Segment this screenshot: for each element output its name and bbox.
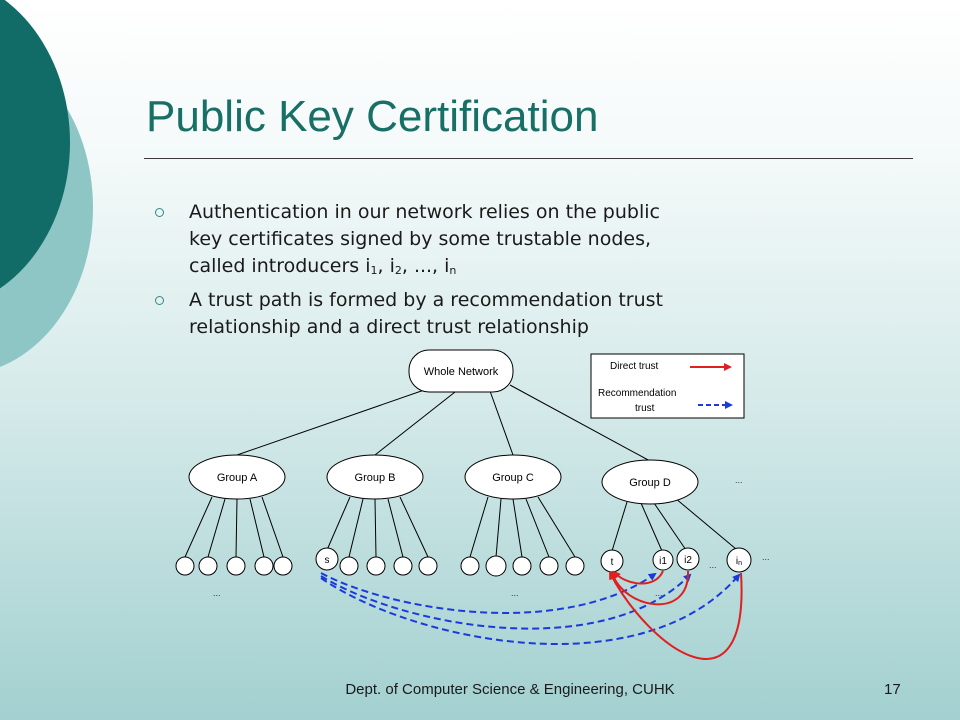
- footer-text: Dept. of Computer Science & Engineering,…: [345, 681, 675, 698]
- ellipsis: ...: [511, 588, 519, 598]
- leaf-node: [565, 556, 585, 576]
- leaf-node: [366, 556, 386, 576]
- bullet-line: A trust path is formed by a recommendati…: [189, 289, 663, 311]
- bullet-authentication: Authentication in our network relies on …: [155, 199, 795, 284]
- bullet-circle-icon: [155, 296, 164, 305]
- bullet-circle-icon: [155, 208, 164, 217]
- direct-edge-in-t: [609, 571, 743, 660]
- bullet-separator: , ..., i: [401, 255, 450, 277]
- node-label: i2: [684, 555, 692, 566]
- node-s: s: [315, 547, 339, 571]
- page-number: 17: [884, 681, 901, 698]
- leaf-node: [393, 556, 413, 576]
- group-b-edges: [326, 496, 429, 558]
- group-d-edges: [611, 497, 737, 552]
- leaf-node: [175, 556, 195, 576]
- node-label: i1: [659, 556, 667, 567]
- leaf-nodes: [175, 555, 585, 577]
- bullet-line: Authentication in our network relies on …: [189, 201, 660, 223]
- title-underline: [144, 158, 913, 159]
- bullet-line: called introducers i: [189, 255, 371, 277]
- leaf-node: [460, 556, 480, 576]
- group-c-edges: [469, 496, 576, 558]
- leaf-node: [418, 556, 438, 576]
- recommendation-trust-edges: [320, 572, 741, 646]
- node-group-d: Group D: [601, 459, 699, 505]
- recommendation-edge-s-i2: [320, 573, 692, 630]
- group-a-edges: [184, 496, 284, 558]
- group-label: Group B: [355, 472, 396, 484]
- node-i1: i1: [652, 549, 674, 571]
- leaf-node: [226, 556, 246, 576]
- legend-recommendation-label: trust: [635, 403, 655, 414]
- legend-direct-label: Direct trust: [610, 361, 659, 372]
- node-label: t: [611, 557, 614, 568]
- bullet-text: Authentication in our network relies on …: [189, 199, 795, 284]
- direct-edge-i1-t: [612, 570, 664, 585]
- bullet-line: key certificates signed by some trustabl…: [189, 228, 652, 250]
- node-i2: i2: [676, 547, 700, 571]
- ellipsis: ...: [655, 588, 663, 598]
- direct-trust-edges: [609, 570, 743, 660]
- leaf-node: [273, 556, 293, 576]
- bullet-separator: , i: [377, 255, 395, 277]
- recommendation-edge-s-i1: [320, 572, 657, 614]
- legend: Direct trust Recommendation trust: [590, 353, 745, 419]
- leaf-node: [254, 556, 274, 576]
- slide-title: Public Key Certification: [146, 92, 599, 141]
- group-label: Group C: [492, 472, 534, 484]
- node-t: t: [600, 549, 624, 573]
- ellipsis: ...: [213, 588, 221, 598]
- node-group-a: Group A: [188, 454, 286, 500]
- node-group-b: Group B: [326, 454, 424, 500]
- leaf-node: [339, 556, 359, 576]
- node-label: in: [736, 556, 742, 567]
- group-label: Group A: [217, 472, 258, 484]
- group-label: Group D: [629, 477, 671, 489]
- subscript: n: [449, 264, 457, 277]
- leaf-node: [485, 555, 507, 577]
- node-group-c: Group C: [464, 454, 562, 500]
- node-label: s: [325, 555, 330, 566]
- root-edges: [236, 384, 651, 462]
- ellipsis-marks: ... ... ... ... ... ...: [213, 475, 770, 598]
- ellipsis: ...: [762, 552, 770, 562]
- subscript: 1: [370, 264, 378, 277]
- leaf-node: [539, 556, 559, 576]
- bullet-line: relationship and a direct trust relation…: [189, 316, 589, 338]
- leaf-node: [198, 556, 218, 576]
- legend-recommendation-label: Recommendation: [598, 388, 676, 399]
- recommendation-edge-s-in: [320, 573, 741, 646]
- bullet-text: A trust path is formed by a recommendati…: [189, 287, 795, 341]
- direct-edge-i2-t: [610, 570, 690, 606]
- ellipsis: ...: [735, 475, 743, 485]
- leaf-node: [512, 556, 532, 576]
- node-in: in: [726, 547, 752, 573]
- subscript: 2: [394, 264, 402, 277]
- bullet-trust-path: A trust path is formed by a recommendati…: [155, 287, 795, 341]
- ellipsis: ...: [709, 560, 717, 570]
- node-whole-network: Whole Network: [408, 349, 514, 393]
- node-label: Whole Network: [424, 366, 499, 378]
